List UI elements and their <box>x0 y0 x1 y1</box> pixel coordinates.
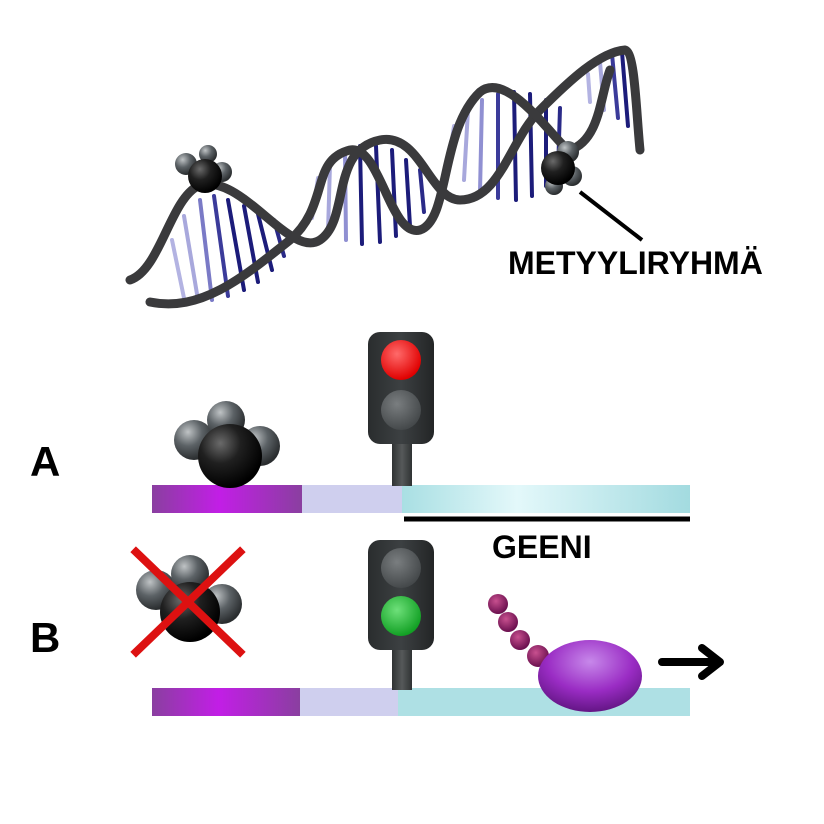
rna-polymerase <box>538 640 642 712</box>
row-label-b: B <box>30 614 60 661</box>
row-label-a: A <box>30 438 60 485</box>
promoter-region-b <box>152 688 300 716</box>
gene-label: GEENI <box>492 529 592 565</box>
cross-icon <box>130 546 246 658</box>
dna-strip-a <box>152 485 690 513</box>
red-light <box>381 340 421 380</box>
spacer-region-b <box>300 688 398 716</box>
methyl-group-label: METYYLIRYHMÄ <box>508 245 763 281</box>
spacer-region-a <box>302 485 402 513</box>
methyl-pointer-line <box>578 190 644 242</box>
arrow-right-icon <box>658 644 724 680</box>
promoter-region-a <box>152 485 302 513</box>
methyl-group-left <box>175 145 232 193</box>
off-light-b <box>381 548 421 588</box>
repressor-protein-a <box>174 401 280 488</box>
green-light <box>381 596 421 636</box>
rna-chain <box>488 594 549 667</box>
traffic-light-red-icon <box>368 332 434 486</box>
dna-helix <box>125 45 645 309</box>
gene-region-a <box>402 485 690 513</box>
traffic-light-green-icon <box>368 540 434 690</box>
methyl-group-right <box>541 141 582 195</box>
off-light <box>381 390 421 430</box>
